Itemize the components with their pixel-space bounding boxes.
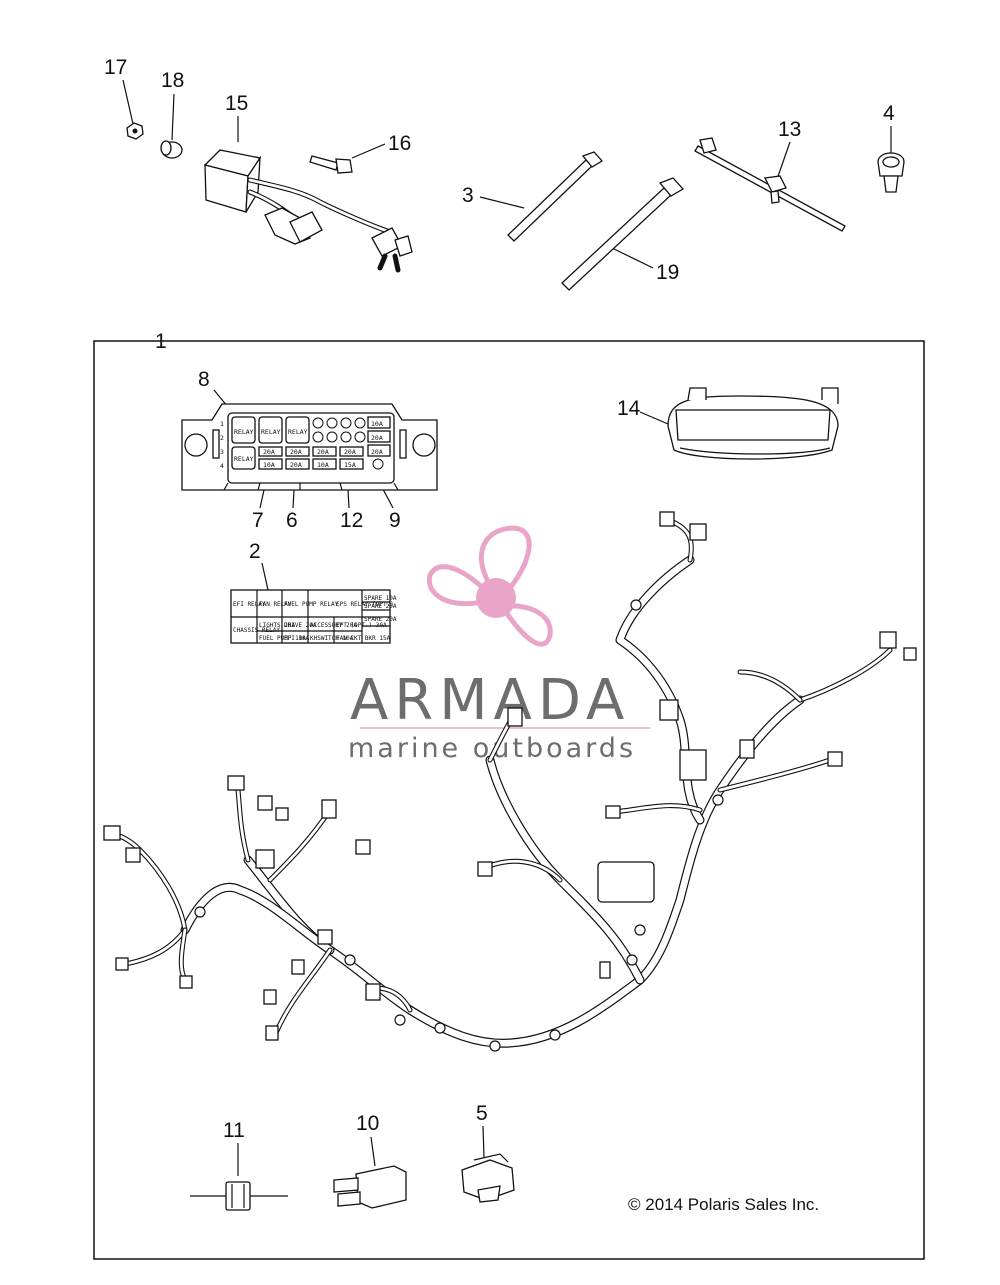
fuse-accessory: 20A [317,448,329,456]
label-spare-20a: SPARE 20A [364,616,397,623]
bolt-part-16 [309,155,353,174]
relay-label-fan: RELAY [261,428,281,436]
main-harness-part-1 [103,511,917,1052]
callout-1: 1 [155,330,167,353]
armada-watermark: ARMADA marine outboards [348,525,650,764]
clip-part-4 [877,152,905,193]
relay-label-fuel: RELAY [288,428,308,436]
fuse-spare-10a: 10A [371,420,383,428]
callout-16: 16 [388,132,411,155]
callout-11: 11 [223,1119,245,1142]
cable-tie-part-19 [561,177,685,291]
label-efi: EFI 10A [284,635,310,642]
relay-label-efi: RELAY [234,428,254,436]
fuse-label-part-2: EFI RELAY FAN RELAY FUEL PUMP RELAY EPS … [230,589,397,644]
assembly-frame [93,340,925,1260]
callout-10: 10 [356,1112,379,1135]
row-marker-3: 3 [220,448,224,456]
label-accessory: ACCESSORY 20A [310,622,357,629]
watermark-brand: ARMADA [350,668,630,733]
push-mount-tie-part-13 [694,137,846,232]
propeller-hub [476,578,516,618]
label-fuel-pump: FUEL PUMP 10A [259,635,306,642]
callout-14: 14 [617,397,641,420]
propeller-blade-left [426,564,487,607]
nut-part-17 [126,122,144,140]
fuse-fan-ckt: 15A [344,461,356,469]
fuse-part-11 [190,1181,288,1211]
fuse-cover-part-14 [667,387,839,460]
callout-15: 15 [225,92,248,115]
fuse-box-part-8: 1 2 3 4 RELAY RELAY RELAY RELAY 10A 20A … [181,403,438,491]
callout-18: 18 [161,69,184,92]
label-chassis-relay: CHASSIS RELAY [233,627,280,634]
label-drive: DRIVE 20A [284,622,317,629]
fuse-drive: 20A [290,448,302,456]
fuse-fuel-pump: 10A [263,461,275,469]
label-khswitch: KHSWITCH 10A [310,635,354,642]
callout-5: 5 [476,1102,488,1125]
callout-17: 17 [104,56,127,79]
leader-lines [122,79,892,1176]
fuse-spare-20a: 20A [371,434,383,442]
label-fan-ckt-bkr: FAN CKT BKR 15A [336,635,391,642]
label-lights: LIGHTS 20A [259,622,296,629]
harness-connector [659,511,675,527]
label-spare-10a: SPARE 10A [364,595,397,602]
label-eps-relay: EPS RELAY (OPT.) [336,601,394,608]
row-marker-4: 4 [220,462,224,470]
cable-tie-part-3 [507,151,604,242]
fuse-lights: 20A [263,448,275,456]
relay-module-part-15 [203,149,413,273]
callout-9: 9 [389,509,401,532]
propeller-logo [426,525,553,647]
fuse-khswitch: 10A [317,461,329,469]
row-marker-2: 2 [220,434,224,442]
label-fan-relay: FAN RELAY [259,601,292,608]
connector-part-5 [461,1153,515,1203]
callout-13: 13 [778,118,801,141]
callout-19: 19 [656,261,679,284]
harness-fuse-box-mount [597,861,655,903]
label-spare-20a-top: SPARE 20A [364,603,397,610]
fuse-ept: 20A [344,448,356,456]
propeller-blade-top [479,525,532,598]
callout-7: 7 [252,509,264,532]
fuse-spare-20a-b: 20A [371,448,383,456]
callout-8: 8 [198,368,210,391]
grommet-part-18 [160,140,183,159]
callout-4: 4 [883,102,895,125]
copyright-text: © 2014 Polaris Sales Inc. [628,1195,819,1214]
callout-3: 3 [462,184,474,207]
label-ept: EPT (OPT.) 30A [336,622,387,629]
label-efi-relay: EFI RELAY [233,601,266,608]
terminal-part-10 [333,1165,407,1209]
callout-labels: 17 18 15 16 3 19 13 4 1 8 14 7 6 12 9 2 … [104,56,895,1142]
fuse-efi: 20A [290,461,302,469]
relay-label-chassis: RELAY [234,455,254,463]
propeller-blade-right [503,603,553,647]
label-fuel-pump-relay: FUEL PUMP RELAY [284,601,339,608]
callout-12: 12 [340,509,363,532]
callout-2: 2 [249,540,261,563]
row-marker-1: 1 [220,420,224,428]
callout-6: 6 [286,509,298,532]
